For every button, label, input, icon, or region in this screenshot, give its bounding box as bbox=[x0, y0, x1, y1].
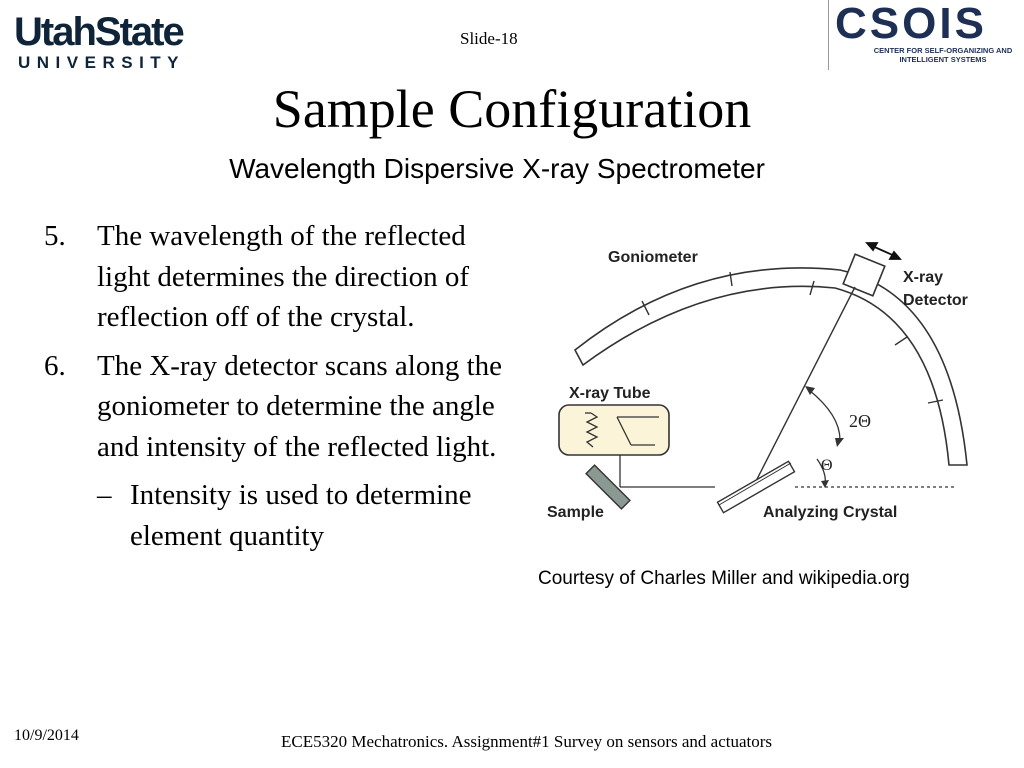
sub-list-marker: – bbox=[97, 479, 112, 511]
logo-line-2: UNIVERSITY bbox=[18, 53, 186, 72]
footer-date: 10/9/2014 bbox=[14, 727, 79, 744]
goniometer-arc bbox=[573, 267, 968, 466]
slide-number: Slide-18 bbox=[460, 29, 518, 48]
list-number: 5. bbox=[44, 220, 66, 252]
csois-logo: CSOIS CENTER FOR SELF-ORGANIZING AND INT… bbox=[828, 0, 1024, 70]
slide-subtitle: Wavelength Dispersive X-ray Spectrometer bbox=[229, 153, 765, 184]
diffracted-beam bbox=[752, 286, 856, 488]
xray-tube bbox=[558, 404, 670, 456]
list-text: The wavelength of the reflected light de… bbox=[97, 220, 470, 333]
list-text: The X-ray detector scans along the gonio… bbox=[97, 349, 503, 463]
label-detector-1: X-ray bbox=[903, 269, 943, 286]
image-credit: Courtesy of Charles Miller and wikipedia… bbox=[538, 568, 910, 589]
logo-line-1: UtahState bbox=[14, 10, 185, 54]
bullet-list: 5. The wavelength of the reflected light… bbox=[44, 216, 514, 556]
csois-logo-name: CSOIS bbox=[835, 0, 987, 48]
sample-plate bbox=[585, 464, 631, 510]
slide-title: Sample Configuration bbox=[272, 79, 752, 139]
footer-course: ECE5320 Mechatronics. Assignment#1 Surve… bbox=[281, 732, 773, 751]
analyzing-crystal bbox=[716, 460, 796, 514]
csois-logo-subtitle: CENTER FOR SELF-ORGANIZING AND INTELLIGE… bbox=[873, 46, 1013, 64]
list-number: 6. bbox=[44, 349, 66, 382]
label-two-theta: 2Θ bbox=[849, 411, 871, 431]
sub-list-item: – Intensity is used to determine element… bbox=[97, 475, 514, 556]
label-analyzing-crystal: Analyzing Crystal bbox=[763, 504, 897, 521]
detector-box bbox=[842, 253, 886, 297]
label-theta: Θ bbox=[821, 457, 833, 474]
sub-list-text: Intensity is used to determine element q… bbox=[130, 479, 472, 552]
label-detector-2: Detector bbox=[903, 292, 968, 309]
list-item: 5. The wavelength of the reflected light… bbox=[44, 216, 514, 338]
list-item: 6. The X-ray detector scans along the go… bbox=[44, 346, 514, 468]
spectrometer-diagram: Goniometer X-ray Detector X-ray Tube Sam… bbox=[547, 242, 968, 521]
detector-arrow bbox=[865, 242, 902, 260]
label-sample: Sample bbox=[547, 504, 604, 521]
utah-state-logo: UtahState UNIVERSITY bbox=[14, 12, 200, 74]
label-xray-tube: X-ray Tube bbox=[569, 385, 651, 402]
label-goniometer: Goniometer bbox=[608, 249, 698, 266]
